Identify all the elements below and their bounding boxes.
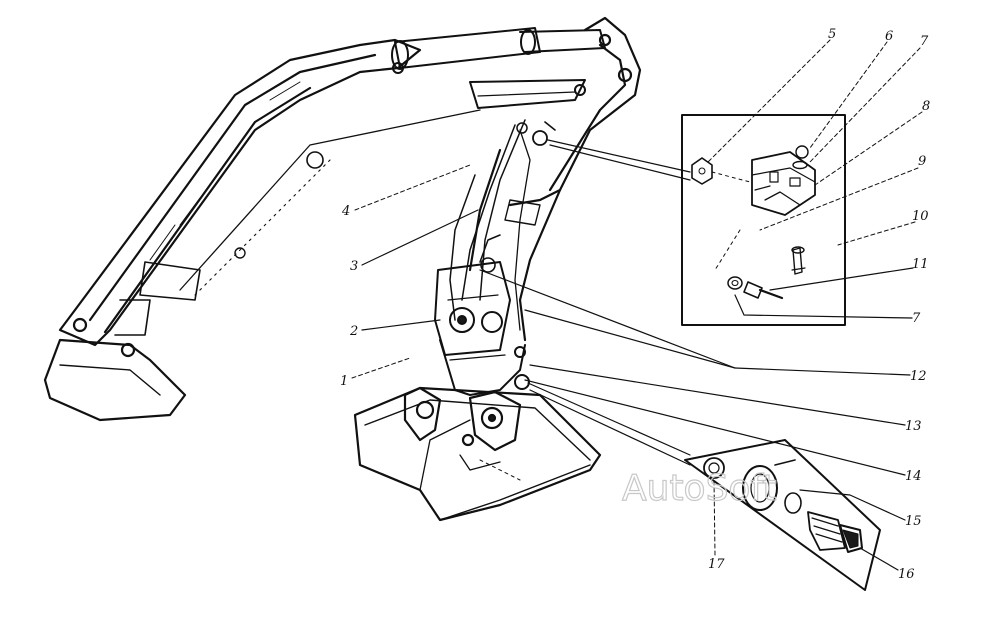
label-9: 9 <box>918 154 926 169</box>
label-15: 15 <box>905 514 922 529</box>
label-6: 6 <box>885 29 893 44</box>
label-11: 11 <box>912 257 929 272</box>
leader-lines <box>351 39 923 571</box>
label-1: 1 <box>340 374 348 389</box>
label-4: 4 <box>341 204 350 219</box>
watermark: AutoSoft <box>622 468 777 509</box>
label-3: 3 <box>350 259 358 274</box>
arm <box>449 16 642 342</box>
label-17: 17 <box>708 557 725 572</box>
label-7-top: 7 <box>920 34 929 49</box>
part-labels: 5 6 7 8 9 10 11 7 12 13 14 15 16 17 4 3 … <box>340 27 930 582</box>
detail-inset-bracket <box>547 114 846 326</box>
boom-cylinder <box>391 27 606 109</box>
label-14: 14 <box>905 469 922 484</box>
label-13: 13 <box>905 419 922 434</box>
detail-inset-fitting <box>527 382 881 591</box>
lower-linkage <box>434 234 530 396</box>
label-5: 5 <box>828 27 836 42</box>
label-7-bottom: 7 <box>912 311 921 326</box>
label-2: 2 <box>349 324 358 339</box>
label-10: 10 <box>912 209 929 224</box>
label-16: 16 <box>898 567 915 582</box>
bucket <box>353 386 602 522</box>
label-8: 8 <box>922 99 930 114</box>
label-12: 12 <box>910 369 927 384</box>
boom <box>43 38 481 422</box>
